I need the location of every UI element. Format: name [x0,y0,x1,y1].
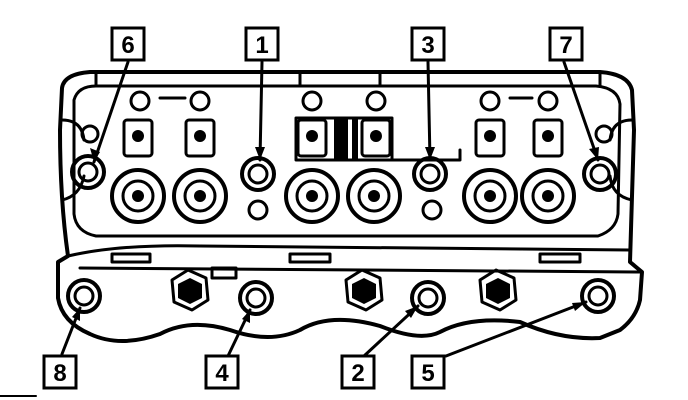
bolt-hole-4 [238,280,274,316]
small-hole [421,199,443,221]
callout-6: 6 [110,26,146,62]
center-guide-block [294,116,462,162]
bolt-hole-1 [240,156,276,192]
rocker-pad [474,118,506,158]
valve-port [520,168,576,224]
lug [538,252,582,264]
small-hole [537,90,559,112]
callout-label-6: 6 [121,32,134,59]
bolt-hole-7 [582,156,618,192]
small-hole [129,90,151,112]
valve-port [346,168,402,224]
small-hole [594,124,614,144]
bottom-bolt-holes [66,278,616,316]
small-hole [80,124,100,144]
rocker-pad [532,118,564,158]
leader-3 [426,60,432,162]
exhaust-stud [170,268,210,312]
callout-7: 7 [548,26,584,62]
callout-4: 4 [204,354,240,390]
top-small-holes [129,90,559,112]
leader-lines [60,60,600,358]
bolt-hole-3 [412,156,448,192]
lug [110,252,152,264]
small-hole [365,90,387,112]
deck-rim [72,84,622,238]
callout-label-2: 2 [351,360,364,387]
exhaust-stud [344,268,384,312]
callouts: 6 1 3 7 8 4 2 5 [42,26,584,390]
valve-port [462,168,518,224]
small-hole [301,90,323,112]
leader-5 [444,300,588,358]
callout-1: 1 [244,26,280,62]
callout-label-4: 4 [215,360,229,387]
top-edge [94,70,602,88]
cylinder-head [56,70,644,343]
callout-label-7: 7 [559,32,572,59]
top-bolt-holes [70,154,618,192]
callout-label-1: 1 [255,32,268,59]
rocker-pad [360,118,392,158]
between-port-holes [80,124,614,221]
bolt-hole-6 [70,154,106,190]
callout-5: 5 [410,354,446,390]
bolt-hole-2 [410,280,446,316]
small-hole [189,90,211,112]
rocker-pads [122,116,564,162]
leader-1 [258,60,264,162]
exhaust-lugs [110,252,582,312]
lower-ledge [66,244,642,274]
rocker-pad [122,118,154,158]
callout-2: 2 [340,354,376,390]
callout-label-3: 3 [421,32,434,59]
rocker-pad [296,118,328,158]
small-hole [479,90,501,112]
valve-port [172,168,228,224]
leader-7 [562,60,600,162]
valve-port [110,168,166,224]
callout-label-5: 5 [421,360,434,387]
bolt-hole-5 [580,278,616,314]
rocker-pad [184,118,216,158]
valve-ports [110,168,576,224]
lug [210,266,238,280]
callout-8: 8 [42,354,78,390]
leader-6 [92,60,130,164]
callout-label-8: 8 [53,360,66,387]
exhaust-stud [478,268,518,312]
head-outline [56,70,644,343]
valve-port [284,168,340,224]
small-hole [247,199,269,221]
right-boss [608,118,634,202]
lug [288,252,332,264]
bolt-hole-8 [66,278,102,314]
callout-3: 3 [410,26,446,62]
